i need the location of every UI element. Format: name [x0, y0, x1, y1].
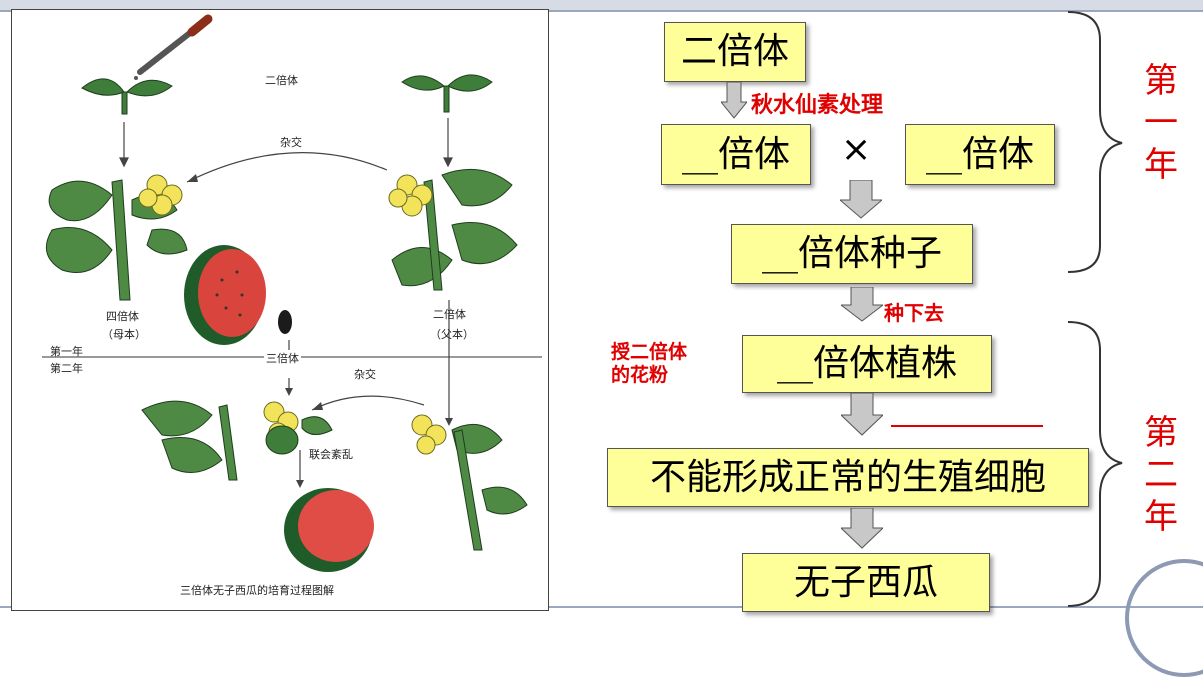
triploid-seed-icon [278, 310, 292, 334]
label-colchicine-treatment: 秋水仙素处理 [751, 93, 884, 118]
slide-top-rule [0, 10, 1203, 12]
label-plant-down: 种下去 [884, 301, 944, 325]
box-seedless: 无子西瓜 [742, 553, 990, 612]
label-diploid-top: 二倍体 [265, 74, 298, 87]
box-no-gamete: 不能形成正常的生殖细胞 [607, 448, 1089, 507]
label-year-one-vertical: 第 一 年 [1144, 61, 1178, 185]
box-seed: __倍体种子 [731, 224, 973, 284]
year-braces [1067, 11, 1123, 607]
diploid-plant-icon [391, 168, 518, 291]
illustration-caption: 三倍体无子西瓜的培育过程图解 [180, 584, 334, 597]
slide-bottom-rule [0, 606, 1203, 608]
seedling-left-icon [81, 78, 173, 115]
label-year-two-vertical: 第 二 年 [1144, 413, 1178, 537]
label-triploid: 三倍体 [264, 350, 301, 366]
triploid-plant-icon [141, 400, 333, 481]
flower-triploid-icon [263, 401, 299, 455]
label-cross-bottom: 杂交 [354, 368, 376, 381]
arrow-down-icon [721, 82, 747, 119]
flower-left-icon [138, 174, 183, 216]
label-synapsis-chaos: 联会紊乱 [309, 448, 353, 461]
arrow-down-icon [840, 180, 882, 219]
arrow-down-icon [841, 508, 883, 549]
box-plant: __倍体植株 [742, 335, 992, 393]
seedless-watermelon-icon [284, 488, 374, 572]
pollen-plant-icon [451, 423, 528, 551]
box-diploid: 二倍体 [664, 22, 806, 82]
label-year-two: 第二年 [50, 362, 83, 375]
cross-symbol: × [841, 129, 872, 170]
arrow-down-icon [841, 287, 883, 322]
watermelon-tetraploid-icon [184, 245, 266, 345]
arrow-down-icon [841, 393, 883, 436]
label-diploid-right: 二倍体 [433, 308, 466, 321]
box-right-ploidy: __倍体 [905, 124, 1055, 185]
seedling-right-icon [401, 74, 493, 113]
blank-answer-line [891, 425, 1043, 427]
box-left-ploidy: __倍体 [661, 124, 811, 185]
flower-right-icon [388, 174, 433, 217]
dropper-icon [134, 14, 213, 80]
slide-top-bar [0, 0, 1203, 10]
label-cross-top: 杂交 [280, 136, 302, 149]
label-mother: （母本） [102, 328, 146, 341]
illustration-drawing [42, 14, 542, 572]
label-tetraploid: 四倍体 [106, 310, 139, 323]
watermelon-breeding-illustration: 二倍体 杂交 四倍体 （母本） 二倍体 （父本） 第一年 第二年 三倍体 杂交 … [11, 9, 549, 611]
flower-pollen-icon [411, 414, 447, 455]
label-pollinate-diploid: 授二倍体 的花粉 [611, 341, 688, 386]
label-year-one: 第一年 [50, 345, 83, 358]
label-father: （父本） [430, 328, 474, 341]
